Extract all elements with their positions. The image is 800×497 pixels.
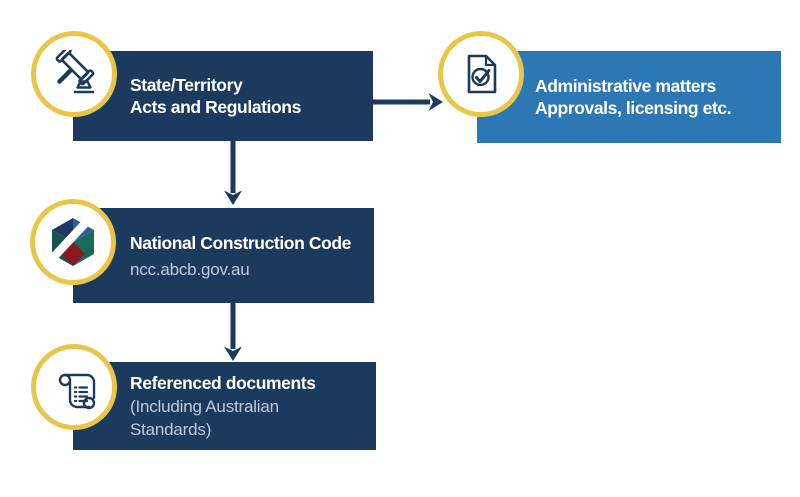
- document-check-icon: [457, 50, 505, 98]
- gavel-icon: [50, 50, 98, 98]
- ncc-box: National Construction Code ncc.abcb.gov.…: [73, 208, 374, 303]
- arrow-state-to-admin: [373, 93, 443, 111]
- referenced-title: Referenced documents: [130, 373, 316, 393]
- administrative-title-line1: Administrative matters: [535, 76, 716, 96]
- administrative-matters-box: Administrative matters Approvals, licens…: [477, 51, 781, 143]
- state-territory-box: State/Territory Acts and Regulations: [73, 51, 373, 141]
- arrow-ncc-to-referenced: [224, 303, 242, 361]
- referenced-medallion: [31, 344, 117, 430]
- administrative-title-line2: Approvals, licensing etc.: [535, 98, 732, 118]
- referenced-sub-line2: Standards): [130, 420, 212, 439]
- administrative-medallion: [438, 31, 524, 117]
- referenced-sub-line1: (Including Australian: [130, 397, 279, 416]
- ncc-url-text: ncc.abcb.gov.au: [130, 259, 250, 279]
- scroll-icon: [50, 363, 98, 411]
- state-territory-title-line1: State/Territory: [130, 75, 243, 95]
- state-territory-medallion: [31, 31, 117, 117]
- ncc-medallion: [30, 199, 116, 285]
- arrow-state-to-ncc: [224, 141, 242, 205]
- referenced-documents-box: Referenced documents (Including Australi…: [73, 362, 376, 450]
- ncc-cube-icon: [49, 216, 97, 268]
- state-territory-title-line2: Acts and Regulations: [130, 97, 301, 117]
- ncc-title: National Construction Code: [130, 232, 351, 253]
